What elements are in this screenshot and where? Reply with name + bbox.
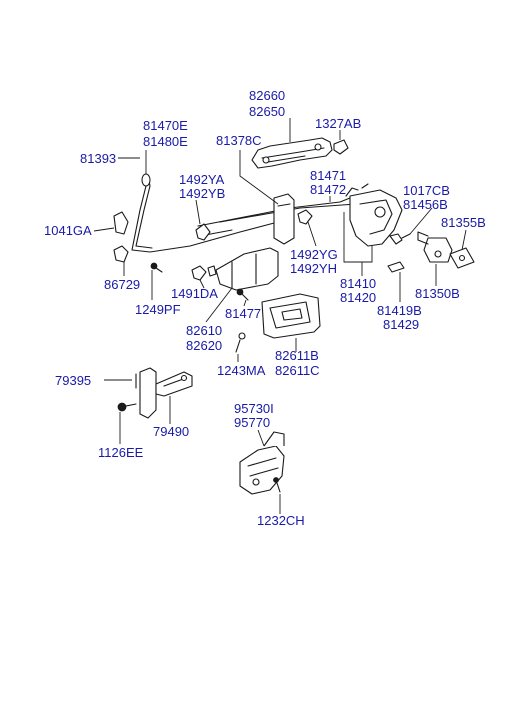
label-1492ya[interactable]: 1492YA [179,172,225,187]
latch-drawing [345,183,403,247]
outside-handle-drawing [251,137,333,169]
label-86729[interactable]: 86729 [104,277,140,292]
label-81480e[interactable]: 81480E [143,134,188,149]
label-82650[interactable]: 82650 [249,104,285,119]
clip-1492yg-drawing [297,209,313,225]
label-81393[interactable]: 81393 [80,151,116,166]
screw-1249pf-drawing [150,262,163,273]
label-81472[interactable]: 81472 [310,182,346,197]
label-1041ga[interactable]: 1041GA [44,223,92,238]
label-81410[interactable]: 81410 [340,276,376,291]
clip-1491da-drawing [191,265,217,281]
label-81477[interactable]: 81477 [225,306,261,321]
label-1492yg[interactable]: 1492YG [290,247,338,262]
clip-1492ya-drawing [195,223,211,241]
inside-handle-drawing [261,293,321,339]
label-82660[interactable]: 82660 [249,88,285,103]
label-79490[interactable]: 79490 [153,424,189,439]
label-81456b[interactable]: 81456B [403,197,448,212]
label-81378c[interactable]: 81378C [216,133,262,148]
bolt-1126ee-drawing [117,402,137,412]
label-1017cb[interactable]: 1017CB [403,183,450,198]
label-81419b[interactable]: 81419B [377,303,422,318]
label-1126ee[interactable]: 1126EE [98,445,144,460]
pad-drawing [387,261,405,273]
label-82611b[interactable]: 82611B [275,348,319,363]
knob-drawing [141,173,151,187]
label-82620[interactable]: 82620 [186,338,222,353]
label-95770[interactable]: 95770 [234,415,270,430]
label-81350b[interactable]: 81350B [415,286,460,301]
label-81470e[interactable]: 81470E [143,118,188,133]
label-1232ch[interactable]: 1232CH [257,513,305,528]
bracket-81378c-drawing [273,193,295,245]
label-81471[interactable]: 81471 [310,168,346,183]
screw-81477-drawing [236,288,249,301]
part-labels: 82660 82650 81470E 81480E 81378C 1327AB … [44,88,486,528]
label-81429[interactable]: 81429 [383,317,419,332]
checker-drawing [135,367,193,419]
label-1327ab[interactable]: 1327AB [315,116,361,131]
grommet-86729-drawing [113,245,129,263]
screw-1243ma-drawing [235,332,246,353]
label-1491da[interactable]: 1491DA [171,286,218,301]
label-82610[interactable]: 82610 [186,323,222,338]
label-1492yh[interactable]: 1492YH [290,261,337,276]
leader-lines [93,118,467,514]
actuator-drawing [239,431,285,495]
label-82611c[interactable]: 82611C [275,363,320,378]
clip-1041ga-drawing [113,211,129,235]
screw-1232ch-drawing [273,477,281,493]
bracket-82610-drawing [215,247,279,291]
label-81420[interactable]: 81420 [340,290,376,305]
screw-1017cb-drawing [389,233,411,245]
label-1249pf[interactable]: 1249PF [135,302,181,317]
clip-1327ab-drawing [333,139,349,155]
label-1492yb[interactable]: 1492YB [179,186,225,201]
label-95730i[interactable]: 95730I [234,401,274,416]
label-79395[interactable]: 79395 [55,373,91,388]
label-81355b[interactable]: 81355B [441,215,486,230]
striker-drawing [417,231,475,269]
label-1243ma[interactable]: 1243MA [217,363,266,378]
